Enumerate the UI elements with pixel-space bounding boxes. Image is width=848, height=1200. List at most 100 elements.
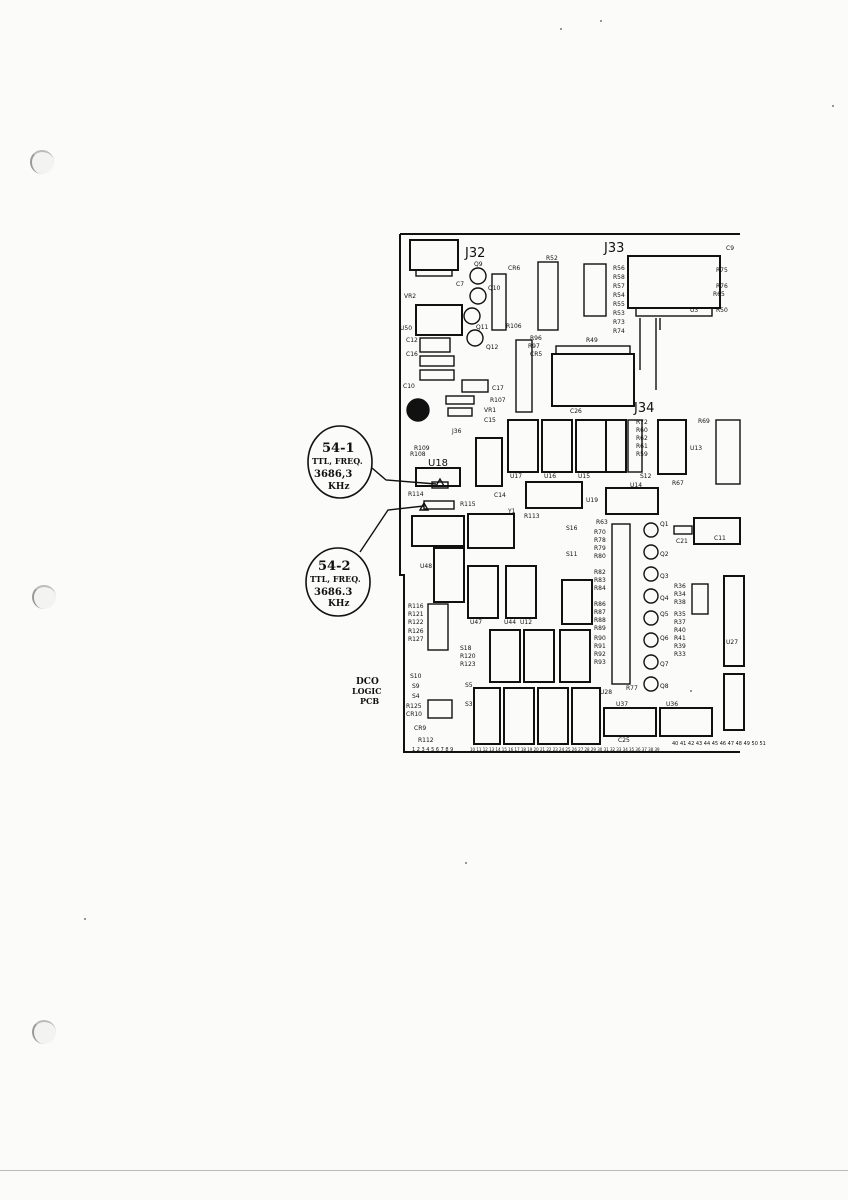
page-edge-line <box>0 1170 848 1171</box>
ref-r61: R61 <box>636 443 648 450</box>
ref-s5: S5 <box>465 682 473 689</box>
ref-r57: R57 <box>613 283 625 290</box>
chip-u44 <box>505 565 537 619</box>
ref-cr9: CR9 <box>414 725 426 732</box>
chip-lower-7 <box>571 687 601 745</box>
chip-large-ic-pins <box>555 345 631 355</box>
ref-r113: R113 <box>524 513 540 520</box>
ref-r84: R84 <box>594 585 606 592</box>
ref-q2: Q2 <box>660 551 669 558</box>
ref-r126: R126 <box>408 628 424 635</box>
ref-r92: R92 <box>594 651 606 658</box>
ref-r80: R80 <box>594 553 606 560</box>
test-point-54-2-pad <box>423 500 455 510</box>
ref-r58: R58 <box>613 274 625 281</box>
punch-hole-bottom <box>32 1020 56 1044</box>
chip-u13-label: U13 <box>690 445 702 452</box>
capacitor-c21 <box>673 525 693 535</box>
ref-c25: C25 <box>618 737 630 744</box>
ref-r114: R114 <box>408 491 424 498</box>
edge-pins-mid: 10 11 12 13 14 15 16 17 18 19 20 21 22 2… <box>470 747 660 752</box>
ref-r33: R33 <box>674 651 686 658</box>
ref-r112: R112 <box>418 737 434 744</box>
ref-r120: R120 <box>460 653 476 660</box>
ref-q6: Q6 <box>660 635 669 642</box>
connector-j33-pins <box>635 307 713 317</box>
scan-speck <box>465 862 467 864</box>
ref-s10: S10 <box>410 673 422 680</box>
ref-r53: R53 <box>613 310 625 317</box>
callout-54-2-line3: KHz <box>328 599 349 609</box>
callout-54-2-circle <box>305 547 371 617</box>
callout-54-1-id: 54-1 <box>322 441 355 456</box>
capacitor-c15 <box>447 407 473 417</box>
ref-r87: R87 <box>594 609 606 616</box>
ref-r70: R70 <box>594 529 606 536</box>
chip-u3-label: U3 <box>690 307 698 314</box>
ref-r72: R72 <box>636 419 648 426</box>
resistor-pack-r36 <box>691 583 709 615</box>
chip-u47 <box>467 565 499 619</box>
capacitor-c17 <box>461 379 489 393</box>
chip-u19-label: U19 <box>586 497 598 504</box>
ref-s11: S11 <box>566 551 578 558</box>
ref-y1: Y1 <box>507 508 516 515</box>
component-c14-block <box>475 437 503 487</box>
resistor-pack-lower-left <box>427 603 449 651</box>
ref-r97: R97 <box>528 343 540 350</box>
ref-r59: R59 <box>636 451 648 458</box>
test-point-54-1-pad <box>431 481 449 489</box>
transistor-q1 <box>643 522 659 538</box>
ref-r123: R123 <box>460 661 476 668</box>
chip-u12 <box>561 579 593 625</box>
edge-pins-right: 40 41 42 43 44 45 46 47 48 49 50 51 <box>672 741 766 747</box>
ref-r76: R76 <box>716 283 728 290</box>
punch-hole-middle <box>32 585 56 609</box>
chip-u37 <box>603 707 657 737</box>
connector-j32-label: J32 <box>464 246 485 261</box>
ref-r121: R121 <box>408 611 424 618</box>
ref-cr5: CR5 <box>530 351 542 358</box>
transistor-q12 <box>466 329 484 347</box>
transistor-q3 <box>643 566 659 582</box>
title-line-2: LOGIC <box>352 686 382 696</box>
ref-r78: R78 <box>594 537 606 544</box>
resistor-pack-r52 <box>537 261 559 331</box>
ref-c21: C21 <box>676 538 688 545</box>
variable-resistor-vr1 <box>406 398 430 422</box>
ref-r107: R107 <box>490 397 506 404</box>
ref-r108: R108 <box>410 451 426 458</box>
edge-pins-left: 1 2 3 4 5 6 7 8 9 <box>412 747 453 753</box>
chip-u14 <box>605 487 659 515</box>
connector-j33-body <box>627 255 721 309</box>
ref-r77: R77 <box>626 685 638 692</box>
title-line-3: PCB <box>360 696 379 706</box>
chip-u37-label: U37 <box>616 701 628 708</box>
ref-r56: R56 <box>613 265 625 272</box>
ref-q1: Q1 <box>660 521 669 528</box>
connector-j36-label: J36 <box>451 428 462 435</box>
chip-u48 <box>433 547 465 603</box>
ref-r36: R36 <box>674 583 686 590</box>
callout-54-2-id: 54-2 <box>318 559 351 574</box>
ref-c10: C10 <box>403 383 415 390</box>
ref-c14: C14 <box>494 492 506 499</box>
scan-speck <box>560 28 562 30</box>
ref-q5: Q5 <box>660 611 669 618</box>
connector-j32-body <box>409 239 459 271</box>
ref-c11: C11 <box>714 535 726 542</box>
chip-u18-label: U18 <box>428 458 448 469</box>
ref-r34: R34 <box>674 591 686 598</box>
chip-u48-label: U48 <box>420 563 432 570</box>
ref-r82: R82 <box>594 569 606 576</box>
chip-lower-2 <box>523 629 555 683</box>
chip-lower-6 <box>537 687 569 745</box>
scan-speck <box>690 690 692 692</box>
resistor-pack-r56 <box>583 263 607 317</box>
chip-u27 <box>723 575 745 667</box>
ref-q3: Q3 <box>660 573 669 580</box>
ref-c16: C16 <box>406 351 418 358</box>
ref-r74: R74 <box>613 328 625 335</box>
transistor-q11 <box>463 307 481 325</box>
